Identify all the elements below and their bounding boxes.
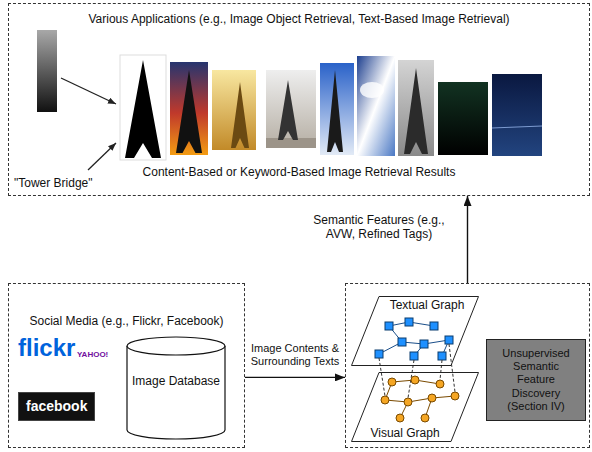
database-label: Image Database [130, 374, 222, 388]
process-box: Unsupervised Semantic Feature Discovery … [486, 339, 586, 421]
facebook-logo: facebook [18, 392, 95, 421]
panel-heading: Social Media (e.g., Flickr, Facebook) [17, 314, 236, 328]
graph-label: Visual Graph [361, 426, 449, 440]
yahoo-mark: YAHOO! [77, 350, 108, 360]
cylinder-top [127, 337, 225, 355]
textual-graph-plane: Textual Graph [351, 296, 479, 366]
feature-discovery-panel: Textual GraphVisual Graph Unsupervised Se… [345, 283, 590, 448]
process-label: Unsupervised Semantic Feature Discovery … [493, 347, 579, 413]
tower-silhouette [404, 68, 428, 154]
textual-graph-edges [379, 322, 449, 356]
textual-graph-nodes [375, 318, 453, 360]
result-image [492, 74, 542, 156]
result-image [170, 62, 208, 155]
visual-graph-edges [385, 380, 455, 418]
flow-arrow [467, 196, 468, 283]
tower-silhouette [231, 82, 249, 148]
parallelogram [352, 373, 479, 442]
query-arrow [61, 78, 116, 104]
ground-strip [266, 138, 316, 148]
query-text: "Tower Bridge" [14, 176, 93, 190]
parallelogram [352, 297, 479, 366]
applications-panel: Various Applications (e.g., Image Object… [8, 3, 590, 196]
panel-caption: Content-Based or Keyword-Based Image Ret… [9, 165, 589, 179]
query-image [37, 30, 57, 112]
result-image [320, 63, 354, 155]
visual-graph-plane: Visual Graph [351, 372, 479, 442]
result-image [357, 56, 395, 156]
panel-heading: Various Applications (e.g., Image Object… [9, 12, 589, 26]
cloud [360, 82, 384, 98]
horizon-line [492, 126, 542, 128]
edge-label: Image Contents & Surrounding Texts [247, 342, 343, 368]
tower-silhouette [176, 70, 202, 153]
query-arrow [88, 143, 116, 170]
database-cylinder: Image Database [126, 336, 226, 440]
tower-silhouette [327, 70, 343, 152]
flow-arrow [245, 377, 345, 378]
flickr-logo: flickr [18, 334, 75, 363]
tower-silhouette [125, 60, 161, 158]
result-image [120, 55, 166, 160]
result-image [266, 70, 316, 148]
edge-label: Semantic Features (e.g., AVW, Refined Ta… [300, 213, 458, 242]
tower-silhouette [278, 80, 298, 140]
cylinder-body [127, 346, 225, 439]
result-image [438, 82, 488, 155]
social-media-panel: Image Database Social Media (e.g., Flickr… [8, 283, 245, 448]
result-image [398, 60, 434, 156]
graph-label: Textual Graph [381, 298, 473, 312]
visual-graph-nodes [381, 376, 459, 422]
cross-graph-links [379, 344, 455, 398]
result-image [212, 70, 256, 150]
